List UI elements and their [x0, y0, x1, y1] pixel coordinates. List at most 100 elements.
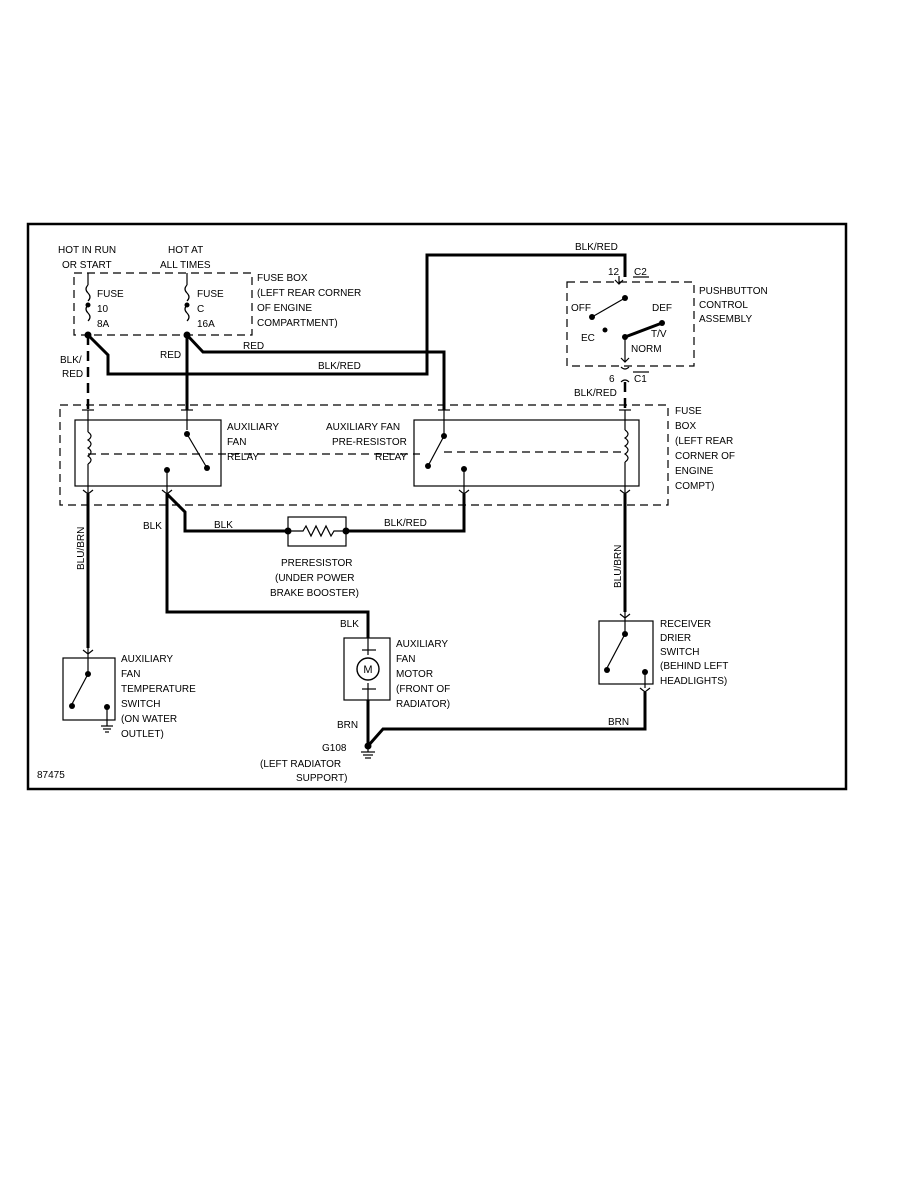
- wire-label-blk-red: BLK/RED: [318, 361, 361, 372]
- svg-text:OF ENGINE: OF ENGINE: [257, 303, 312, 314]
- wire-label-blu-brn: BLU/BRN: [76, 527, 87, 570]
- svg-text:RADIATOR): RADIATOR): [396, 699, 450, 710]
- svg-text:FUSE BOX: FUSE BOX: [257, 273, 308, 284]
- connector-id: C1: [634, 374, 647, 385]
- fuse-box-main: [59, 404, 669, 506]
- ground-icon: [101, 725, 113, 733]
- svg-text:ASSEMBLY: ASSEMBLY: [699, 314, 752, 325]
- svg-text:(UNDER POWER: (UNDER POWER: [275, 573, 354, 584]
- ground-id: G108: [322, 743, 347, 754]
- wire-brn-right: [366, 692, 647, 747]
- svg-text:OUTLET): OUTLET): [121, 729, 164, 740]
- svg-text:BOX: BOX: [675, 421, 696, 432]
- svg-text:PUSHBUTTON: PUSHBUTTON: [699, 286, 768, 297]
- svg-text:ENGINE: ENGINE: [675, 466, 714, 477]
- connector-pin: 6: [609, 374, 615, 385]
- relay-switch: [425, 409, 467, 486]
- fuse-c-label: FUSE C 16A: [197, 289, 224, 330]
- fuse-box-top-label: FUSE BOX (LEFT REAR CORNER OF ENGINE COM…: [257, 273, 361, 329]
- hot-all-times-label: ALL TIMES: [160, 260, 211, 271]
- svg-text:10: 10: [97, 304, 109, 315]
- wire-blk-red-top: [86, 253, 627, 376]
- wire-red: [185, 333, 446, 410]
- svg-text:(ON WATER: (ON WATER: [121, 714, 177, 725]
- pushbutton-off: OFF: [571, 303, 591, 314]
- wire-label-brn: BRN: [337, 720, 358, 731]
- wire-label-blu-brn: BLU/BRN: [613, 545, 624, 588]
- wire-blk-motor: [165, 494, 370, 638]
- svg-text:AUXILIARY: AUXILIARY: [227, 422, 279, 433]
- motor-label: AUXILIARY FAN MOTOR (FRONT OF RADIATOR): [396, 639, 450, 710]
- relay-switch: [164, 409, 210, 486]
- receiver-drier-switch: [598, 620, 654, 685]
- auxiliary-fan-relay: [74, 419, 222, 487]
- svg-text:FAN: FAN: [396, 654, 415, 665]
- auxiliary-fan-relay-label: AUXILIARY FAN RELAY: [227, 422, 279, 463]
- wire-label-blk-red: BLK/RED: [575, 242, 618, 253]
- wire-label-brn: BRN: [608, 717, 629, 728]
- svg-text:CONTROL: CONTROL: [699, 300, 748, 311]
- svg-text:FUSE: FUSE: [197, 289, 224, 300]
- preresistor-label: PRERESISTOR (UNDER POWER BRAKE BOOSTER): [270, 558, 359, 599]
- svg-text:FAN: FAN: [121, 669, 140, 680]
- ground-location: SUPPORT): [296, 773, 348, 784]
- svg-text:FUSE: FUSE: [675, 406, 702, 417]
- svg-text:C: C: [197, 304, 204, 315]
- pushbutton-norm: NORM: [631, 344, 662, 355]
- fuse-box-main-label: FUSE BOX (LEFT REAR CORNER OF ENGINE COM…: [675, 406, 735, 492]
- fuse-10-label: FUSE 10 8A: [97, 289, 124, 330]
- svg-text:BRAKE BOOSTER): BRAKE BOOSTER): [270, 588, 359, 599]
- pushbutton-label: PUSHBUTTON CONTROL ASSEMBLY: [699, 286, 768, 325]
- relay-coil: [82, 409, 420, 486]
- svg-text:(LEFT REAR: (LEFT REAR: [675, 436, 733, 447]
- svg-text:SWITCH: SWITCH: [660, 647, 699, 658]
- svg-text:COMPARTMENT): COMPARTMENT): [257, 318, 338, 329]
- connector-pin: 12: [608, 267, 620, 278]
- connector-id: C2: [634, 267, 647, 278]
- svg-text:RELAY: RELAY: [227, 452, 259, 463]
- svg-text:AUXILIARY FAN: AUXILIARY FAN: [326, 422, 400, 433]
- wire-label-blk-red: RED: [62, 369, 83, 380]
- ground-icon: [361, 742, 375, 759]
- ground-location: (LEFT RADIATOR: [260, 759, 341, 770]
- svg-text:(LEFT REAR CORNER: (LEFT REAR CORNER: [257, 288, 361, 299]
- wire-label-blk-red: BLK/RED: [384, 518, 427, 529]
- pre-resistor-relay: [413, 419, 640, 487]
- resistor-icon: [284, 524, 350, 538]
- svg-text:HEADLIGHTS): HEADLIGHTS): [660, 676, 727, 687]
- fuse-10: [84, 273, 92, 339]
- hot-all-times-label: HOT AT: [168, 245, 203, 256]
- wire-label-red: RED: [160, 350, 181, 361]
- wire-label-blk: BLK: [214, 520, 233, 531]
- pushbutton-control-box: [566, 281, 695, 367]
- switch-contact: [69, 654, 110, 726]
- auxiliary-fan-temperature-switch: [62, 657, 116, 721]
- diagram-frame: [26, 222, 848, 791]
- svg-text:16A: 16A: [197, 319, 215, 330]
- hot-run-label: OR START: [62, 260, 112, 271]
- wire-blk: [165, 492, 288, 533]
- svg-text:COMPT): COMPT): [675, 481, 714, 492]
- svg-text:SWITCH: SWITCH: [121, 699, 160, 710]
- svg-text:RECEIVER: RECEIVER: [660, 619, 711, 630]
- temp-switch-label: AUXILIARY FAN TEMPERATURE SWITCH (ON WAT…: [121, 654, 196, 740]
- svg-text:M: M: [363, 664, 372, 676]
- fuse-c: [183, 273, 191, 339]
- wire-label-blk-red: BLK/: [60, 355, 82, 366]
- receiver-switch-label: RECEIVER DRIER SWITCH (BEHIND LEFT HEADL…: [660, 619, 728, 687]
- pushbutton-def: DEF: [652, 303, 672, 314]
- pre-resistor-relay-label: AUXILIARY FAN PRE-RESISTOR RELAY: [326, 422, 407, 463]
- svg-text:FUSE: FUSE: [97, 289, 124, 300]
- diagram-id: 87475: [37, 770, 65, 781]
- svg-text:DRIER: DRIER: [660, 633, 691, 644]
- pushbutton-switch: [589, 276, 665, 363]
- wire-blk-red-preresistor: [346, 494, 466, 533]
- svg-text:TEMPERATURE: TEMPERATURE: [121, 684, 196, 695]
- wire-label-blk-red: BLK/RED: [574, 388, 617, 399]
- motor-icon: M: [356, 649, 380, 690]
- relay-coil: [444, 409, 631, 486]
- terminal-connectors: [82, 486, 631, 495]
- switch-contact: [604, 618, 651, 693]
- svg-text:PRE-RESISTOR: PRE-RESISTOR: [332, 437, 407, 448]
- pushbutton-tv: T/V: [651, 329, 667, 340]
